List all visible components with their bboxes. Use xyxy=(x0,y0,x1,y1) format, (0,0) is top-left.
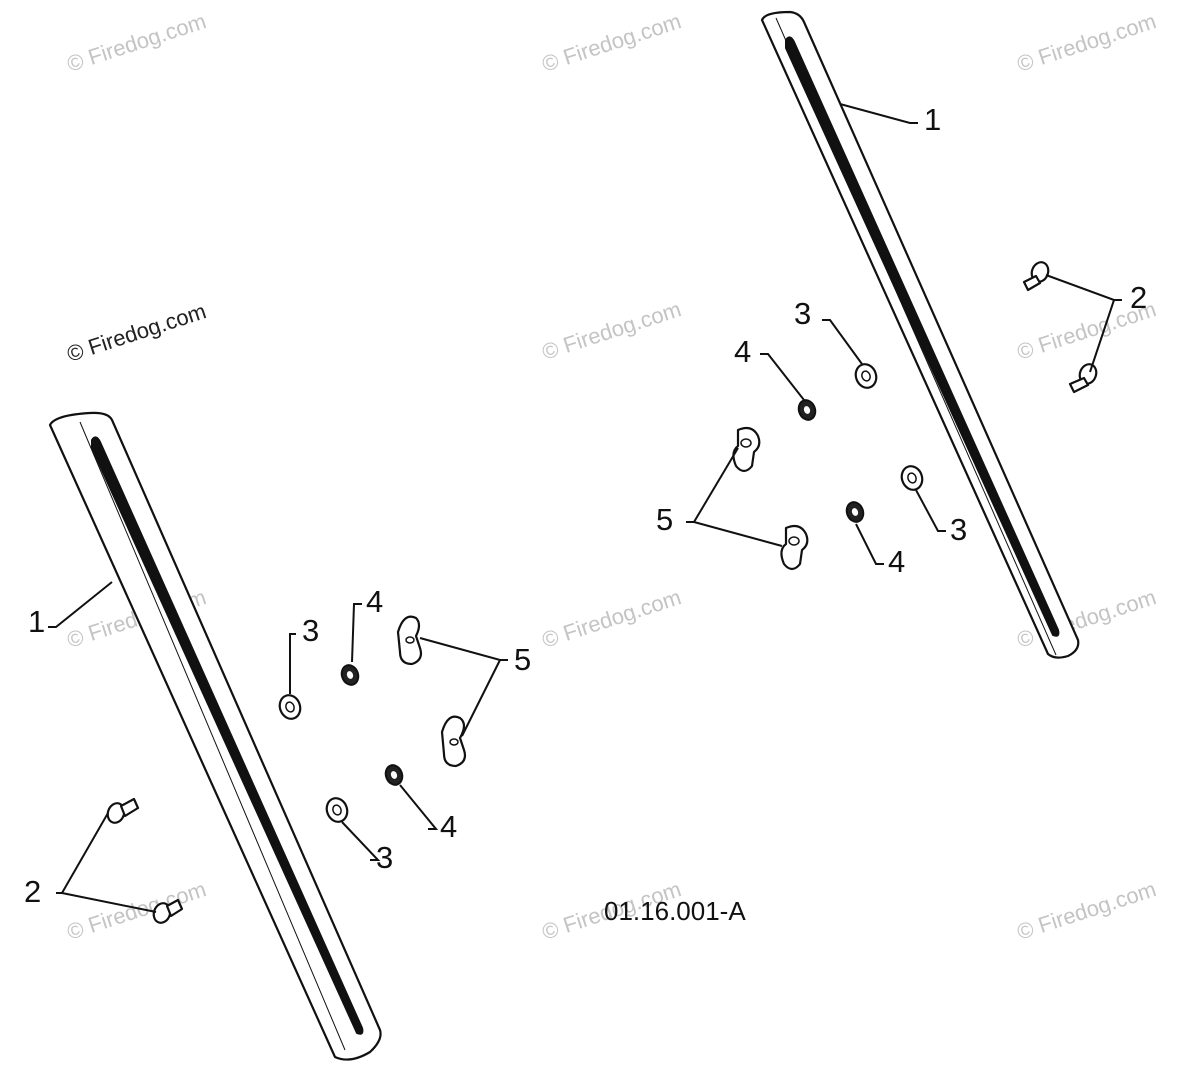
callout-right-rail: 1 xyxy=(924,102,941,137)
left-washer-top xyxy=(278,694,302,720)
callout-right-nut-top: 4 xyxy=(734,334,751,369)
watermark: © Firedog.com xyxy=(539,296,684,364)
callout-right-washer-top: 3 xyxy=(794,296,811,331)
rail-slot xyxy=(785,36,1060,637)
rail-edge xyxy=(775,17,1057,656)
left-nut-top xyxy=(340,664,360,686)
callout-left-washer-top: 3 xyxy=(302,613,319,648)
callout-left-bolts: 2 xyxy=(24,874,41,909)
right-bolt-bottom xyxy=(1068,363,1098,394)
left-wingnut-bottom xyxy=(440,715,467,768)
left-leaders xyxy=(48,581,508,913)
right-wingnut-top xyxy=(732,426,761,473)
right-leaders xyxy=(686,103,1122,565)
watermark: © Firedog.com xyxy=(64,876,209,944)
callout-right-wingnuts: 5 xyxy=(656,502,673,537)
watermark: © Firedog.com xyxy=(64,8,209,76)
callout-right-nut-bottom: 4 xyxy=(888,544,905,579)
left-bolt-bottom xyxy=(152,898,184,924)
left-wingnut-top xyxy=(396,615,423,666)
right-washer-top xyxy=(854,363,878,389)
right-rail xyxy=(760,10,1080,659)
callout-left-nut-bottom: 4 xyxy=(440,809,457,844)
left-bolt-top xyxy=(106,797,140,824)
callout-left-washer-bottom: 3 xyxy=(376,840,393,875)
figure-id: 01.16.001-A xyxy=(604,896,746,926)
callout-right-bolts: 2 xyxy=(1130,280,1147,315)
watermark: © Firedog.com xyxy=(539,584,684,652)
left-nut-bottom xyxy=(384,764,404,786)
left-washer-bottom xyxy=(325,797,349,823)
left-rail xyxy=(48,411,382,1061)
right-nut-top xyxy=(797,399,817,421)
watermark: © Firedog.com xyxy=(539,8,684,76)
right-washer-bottom xyxy=(900,465,924,491)
watermark: © Firedog.com xyxy=(1014,876,1159,944)
callout-left-nut-top: 4 xyxy=(366,584,383,619)
callout-left-wingnuts: 5 xyxy=(514,642,531,677)
right-wingnut-bottom xyxy=(780,524,809,571)
rail-slot xyxy=(91,436,364,1035)
right-nut-bottom xyxy=(845,501,865,523)
callout-right-washer-bottom: 3 xyxy=(950,512,967,547)
watermark: © Firedog.com xyxy=(1014,8,1159,76)
callout-left-rail: 1 xyxy=(28,604,45,639)
rail-edge xyxy=(79,421,346,1051)
watermark-dark: © Firedog.com xyxy=(64,298,209,366)
